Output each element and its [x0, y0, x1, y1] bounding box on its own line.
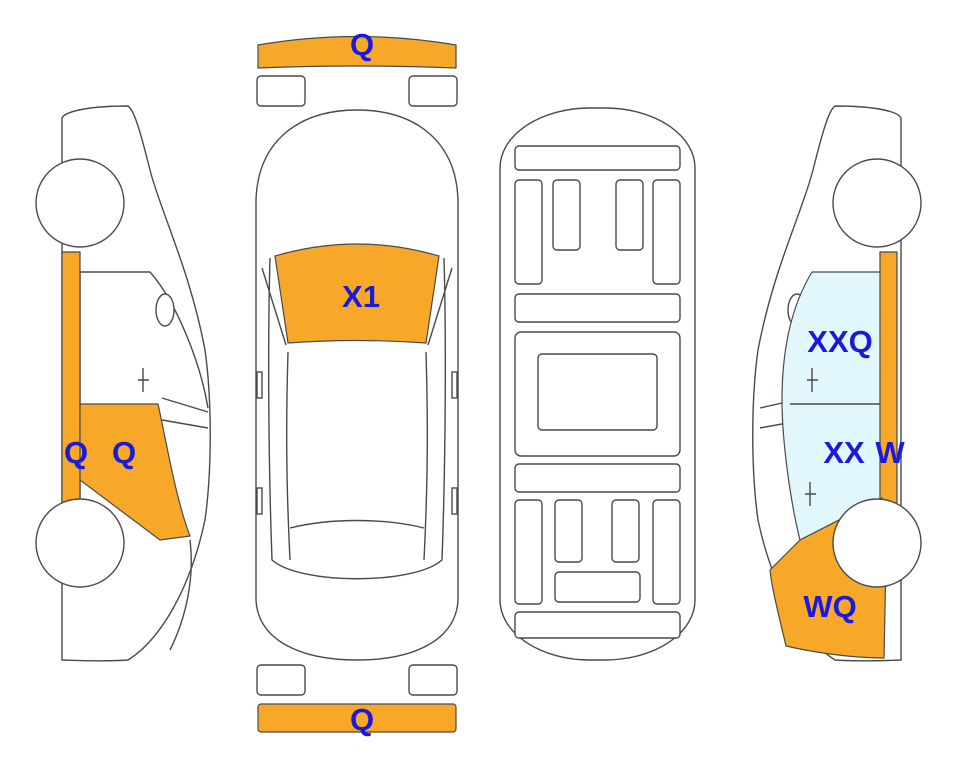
left-rear-wheel	[35, 498, 125, 588]
right-front-wheel	[832, 158, 922, 248]
right-pillar-label: W	[875, 435, 905, 470]
left-pillar-label: Q	[64, 435, 88, 470]
underside-view	[499, 107, 696, 661]
right-rear-wheel	[832, 498, 922, 588]
car-body-top	[255, 109, 459, 661]
left-side-view	[35, 105, 211, 662]
right-rear-quarter-label: WQ	[803, 589, 856, 624]
windshield-damage	[274, 243, 440, 344]
left-front-wheel	[35, 158, 125, 248]
rear-bumper-label: Q	[350, 702, 374, 737]
rear-bumper-damage	[257, 703, 457, 733]
windshield-label: X1	[342, 279, 380, 314]
right-side-view	[752, 105, 922, 662]
left-door-label: Q	[112, 435, 136, 470]
top-view	[255, 35, 459, 733]
right-rear-door-label: XX	[823, 435, 865, 470]
left-door-damage	[79, 403, 191, 541]
right-front-door-label: XXQ	[807, 324, 872, 359]
front-bumper-label: Q	[350, 27, 374, 62]
right-doors-glass	[781, 271, 883, 541]
front-bumper-damage	[257, 35, 457, 69]
